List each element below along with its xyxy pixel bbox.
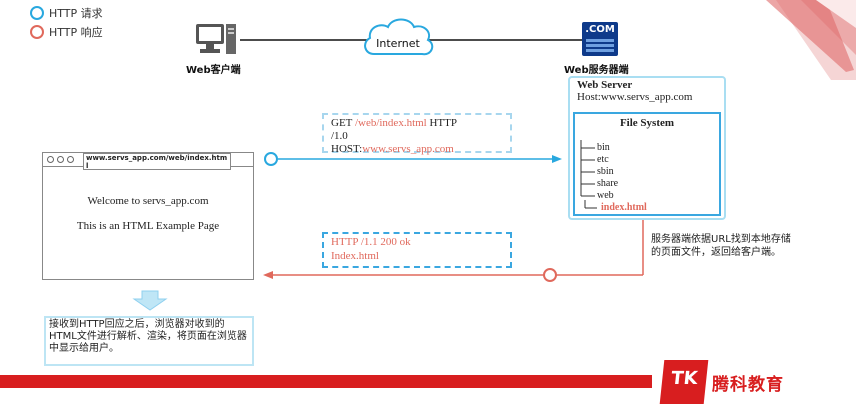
browser-window: www.servs_app.com/web/index.html Welcome…	[42, 152, 254, 280]
fs-item-bin: bin	[597, 142, 610, 153]
internet-cloud-icon	[364, 18, 434, 56]
client-computer-icon	[196, 24, 236, 54]
request-protocol: HTTP	[426, 117, 457, 129]
window-minimize-icon	[57, 156, 64, 163]
legend-response: HTTP 响应	[30, 24, 103, 40]
window-close-icon	[47, 156, 54, 163]
server-note: 服务器端依据URL找到本地存储的页面文件，返回给客户端。	[651, 234, 791, 258]
fs-item-web: web	[597, 190, 614, 201]
response-file: Index.html	[331, 250, 379, 262]
brand-name: 腾科教育	[712, 374, 784, 395]
request-host-label: HOST:	[331, 143, 363, 155]
request-legend-icon	[30, 6, 44, 20]
web-server-box: Web Server Host:www.servs_app.com File S…	[568, 76, 726, 220]
request-method: GET	[331, 117, 355, 129]
corner-decoration	[766, 0, 856, 80]
http-request-box: GET /web/index.html HTTP /1.0 HOST:www.s…	[322, 113, 512, 156]
browser-address-bar[interactable]: www.servs_app.com/web/index.html	[83, 153, 231, 170]
web-server-host: Host:www.servs_app.com	[577, 91, 693, 103]
legend-response-label: HTTP 响应	[49, 26, 103, 39]
fs-item-etc: etc	[597, 154, 609, 165]
fs-item-sbin: sbin	[597, 166, 614, 177]
server-icon-text: .COM	[585, 24, 615, 35]
fs-item-index-html: index.html	[601, 202, 647, 213]
legend-request: HTTP 请求	[30, 5, 103, 21]
bottom-band	[0, 375, 856, 388]
server-label: Web服务器端	[564, 65, 629, 76]
browser-toolbar: www.servs_app.com/web/index.html	[43, 153, 253, 170]
request-path: /web/index.html	[354, 117, 427, 129]
brand-logo: TK 腾科教育	[652, 352, 856, 412]
response-start-marker	[543, 268, 557, 282]
request-host-line: HOST:www.servs_app.com	[331, 143, 503, 156]
web-server-title: Web Server	[577, 79, 633, 91]
page-example-text: This is an HTML Example Page	[76, 220, 220, 232]
response-status: HTTP /1.1 200 ok	[331, 236, 411, 248]
request-start-marker	[264, 152, 278, 166]
web-server-icon: .COM	[582, 22, 618, 56]
http-response-box: HTTP /1.1 200 ok Index.html	[322, 232, 512, 268]
fs-item-share: share	[597, 178, 619, 189]
internet-label: Internet	[376, 37, 420, 50]
file-tree-lines	[580, 140, 597, 209]
window-maximize-icon	[67, 156, 74, 163]
file-system-box: File System bin etc sbin share web index…	[573, 112, 721, 216]
request-host: www.servs_app.com	[362, 143, 454, 155]
request-line: GET /web/index.html HTTP	[331, 117, 503, 130]
brand-logo-icon: TK	[659, 360, 709, 404]
file-system-title: File System	[619, 117, 675, 129]
request-version: /1.0	[331, 130, 348, 142]
page-welcome-text: Welcome to servs_app.com	[87, 195, 209, 207]
response-legend-icon	[30, 25, 44, 39]
legend-request-label: HTTP 请求	[49, 7, 103, 20]
client-label: Web客户端	[186, 65, 241, 76]
client-note: 接收到HTTP回应之后，浏览器对收到的HTML文件进行解析、渲染，将页面在浏览器…	[44, 316, 254, 366]
brand-logo-text: TK	[670, 368, 699, 389]
